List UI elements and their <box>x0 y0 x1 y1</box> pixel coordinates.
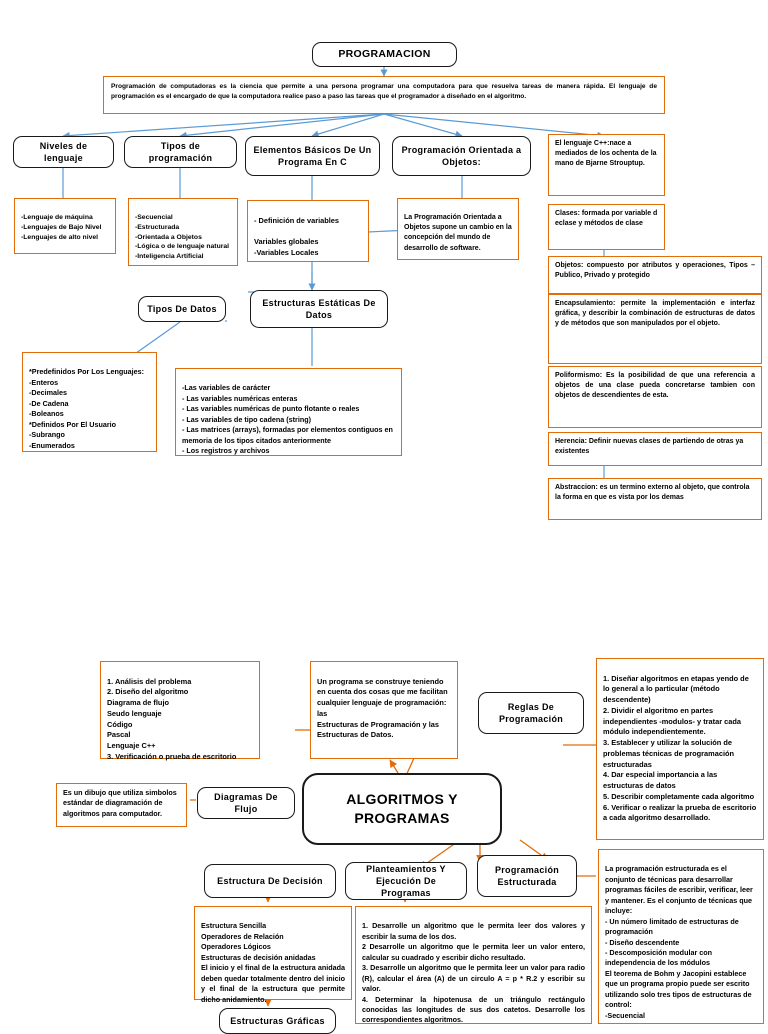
box-estructurada-text: La programación estructurada es el conju… <box>605 864 753 1020</box>
node-diagramas-label: Diagramas De Flujo <box>214 791 278 814</box>
node-poo-label: Programación Orientada a Objetos: <box>401 144 522 167</box>
box-clases[interactable]: Clases: formada por variable d eclase y … <box>548 204 665 250</box>
node-reglas-programacion[interactable]: Reglas De Programación <box>478 692 584 734</box>
node-tipos-datos-label: Tipos De Datos <box>147 303 217 314</box>
node-reglas-label: Reglas De Programación <box>498 701 564 724</box>
box-tipos-datos-lista[interactable]: *Predefinidos Por Los Lenguajes: -Entero… <box>22 352 157 452</box>
node-elementos-label: Elementos Básicos De Un Programa En C <box>253 144 372 167</box>
box-reglas-lista[interactable]: 1. Diseñar algoritmos en etapas yendo de… <box>596 658 764 840</box>
box-diagramas-desc[interactable]: Es un dibujo que utiliza simbolos estánd… <box>56 783 187 827</box>
node-programacion[interactable]: PROGRAMACION <box>312 42 457 67</box>
node-estructuras-label: Estructuras Estáticas De Datos <box>262 297 376 320</box>
node-tipos-label: Tipos de programación <box>148 140 213 163</box>
node-estructuras-graficas[interactable]: Estructuras Gráficas <box>219 1008 336 1034</box>
box-niveles-text: -Lenguaje de máquina -Lenguajes de Bajo … <box>21 213 102 241</box>
node-tipos-datos[interactable]: Tipos De Datos <box>138 296 226 322</box>
box-objetos[interactable]: Objetos: compuesto por atributos y opera… <box>548 256 762 294</box>
node-niveles-label: Niveles de lenguaje <box>39 140 88 163</box>
box-reglas-text: 1. Diseñar algoritmos en etapas yendo de… <box>603 673 757 823</box>
box-pasos-algoritmo[interactable]: 1. Análisis del problema 2. Diseño del a… <box>100 661 260 761</box>
node-estructurada-label: Programación Estructurada <box>494 864 560 887</box>
box-estructurada-desc[interactable]: La programación estructurada es el conju… <box>598 849 764 1024</box>
box-programa-def[interactable]: Un programa se construye teniendo en cue… <box>310 661 458 759</box>
box-polimorfismo[interactable]: Poliformismo: Es la posibilidad de que u… <box>548 366 762 428</box>
node-estructura-decision[interactable]: Estructura De Decisión <box>204 864 336 898</box>
box-objetos-text: Objetos: compuesto por atributos y opera… <box>555 262 755 280</box>
box-tipos-datos-text: *Predefinidos Por Los Lenguajes: -Entero… <box>29 367 145 450</box>
box-planteamientos-text: 1. Desarrolle un algoritmo que le permit… <box>362 921 585 1025</box>
box-programa-text: Un programa se construye teniendo en cue… <box>317 676 448 740</box>
node-programacion-label: PROGRAMACION <box>338 48 431 61</box>
box-encapsulamiento-text: Encapsulamiento: permite la implementaci… <box>555 300 755 328</box>
node-algoritmos-y-programas[interactable]: ALGORITMOS Y PROGRAMAS <box>302 773 502 845</box>
node-elementos-basicos[interactable]: Elementos Básicos De Un Programa En C <box>245 136 380 176</box>
node-diagramas-flujo[interactable]: Diagramas De Flujo <box>197 787 295 819</box>
node-tipos-programacion[interactable]: Tipos de programación <box>124 136 237 168</box>
box-herencia[interactable]: Herencia: Definir nuevas clases de parti… <box>548 432 762 466</box>
node-algoritmos-label: ALGORITMOS Y PROGRAMAS <box>346 791 458 826</box>
box-tipos-lista[interactable]: -Secuencial -Estructurada -Orientada a O… <box>128 198 238 266</box>
box-decision-text: Estructura Sencilla Operadores de Relaci… <box>201 921 345 1004</box>
node-decision-label: Estructura De Decisión <box>217 875 323 886</box>
box-encapsulamiento[interactable]: Encapsulamiento: permite la implementaci… <box>548 294 762 364</box>
box-diagramas-text: Es un dibujo que utiliza simbolos estánd… <box>63 788 177 818</box>
box-intro-text: Programación de computadoras es la cienc… <box>111 83 657 100</box>
node-planteamientos-label: Planteamientos Y Ejecución De Programas <box>366 863 446 899</box>
box-polimorfismo-text: Poliformismo: Es la posibilidad de que u… <box>555 372 755 400</box>
box-intro[interactable]: Programación de computadoras es la cienc… <box>103 76 665 114</box>
box-poo-desc[interactable]: La Programación Orientada a Objetos supo… <box>397 198 519 260</box>
box-poo-text: La Programación Orientada a Objetos supo… <box>404 214 512 252</box>
box-decision-lista[interactable]: Estructura Sencilla Operadores de Relaci… <box>194 906 352 1004</box>
node-estructuras-estaticas[interactable]: Estructuras Estáticas De Datos <box>250 290 388 328</box>
box-elementos-lista[interactable]: - Definición de variables Variables glob… <box>247 200 369 262</box>
box-pasos-text: 1. Análisis del problema 2. Diseño del a… <box>107 676 237 761</box>
box-variables-lista[interactable]: -Las variables de carácter - Las variabl… <box>175 368 402 456</box>
box-cpp[interactable]: El lenguaje C++:nace a mediados de los o… <box>548 134 665 196</box>
box-niveles-lista[interactable]: -Lenguaje de máquina -Lenguajes de Bajo … <box>14 198 116 254</box>
box-abstraccion-text: Abstraccion: es un termino externo al ob… <box>555 484 750 502</box>
node-programacion-estructurada[interactable]: Programación Estructurada <box>477 855 577 897</box>
box-clases-text: Clases: formada por variable d eclase y … <box>555 210 658 228</box>
box-abstraccion[interactable]: Abstraccion: es un termino externo al ob… <box>548 478 762 520</box>
node-poo[interactable]: Programación Orientada a Objetos: <box>392 136 531 176</box>
node-niveles-lenguaje[interactable]: Niveles de lenguaje <box>13 136 114 168</box>
box-planteamientos-lista[interactable]: 1. Desarrolle un algoritmo que le permit… <box>355 906 592 1024</box>
box-variables-text: -Las variables de carácter - Las variabl… <box>182 383 393 456</box>
box-herencia-text: Herencia: Definir nuevas clases de parti… <box>555 438 744 456</box>
box-tipos-text: -Secuencial -Estructurada -Orientada a O… <box>135 213 230 261</box>
node-planteamientos[interactable]: Planteamientos Y Ejecución De Programas <box>345 862 467 900</box>
node-graficas-label: Estructuras Gráficas <box>230 1015 325 1026</box>
box-elementos-text: - Definición de variables Variables glob… <box>254 215 340 257</box>
box-cpp-text: El lenguaje C++:nace a mediados de los o… <box>555 140 657 168</box>
